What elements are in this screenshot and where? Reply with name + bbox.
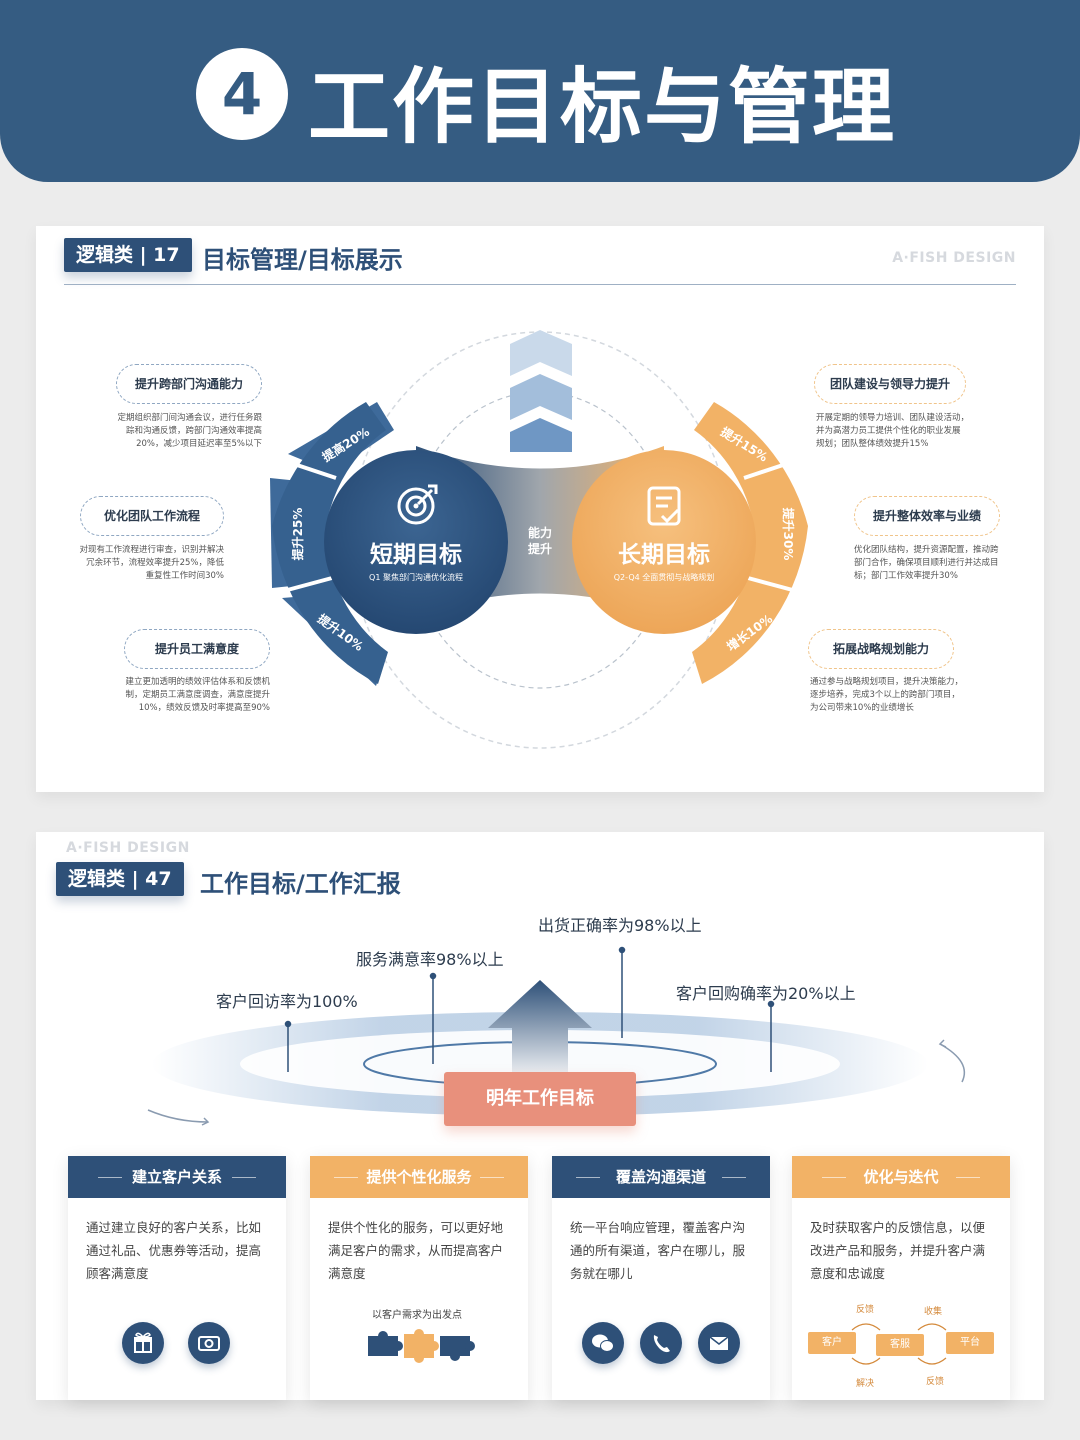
annual-goal-label: 明年工作目标 bbox=[444, 1072, 636, 1126]
card-header: 建立客户关系 bbox=[68, 1156, 286, 1198]
long-term-title: 长期目标 bbox=[618, 542, 710, 568]
card-header: 提供个性化服务 bbox=[310, 1156, 528, 1198]
flow-label-resolve: 解决 bbox=[856, 1376, 874, 1389]
mail-icon bbox=[698, 1322, 740, 1364]
right-segment-label-2: 提升30% bbox=[781, 508, 796, 561]
puzzle-icon bbox=[362, 1324, 478, 1368]
section-number-badge: 4 bbox=[196, 48, 288, 140]
left-segment-label-2: 提升25% bbox=[290, 508, 305, 561]
left-item-2-title: 优化团队工作流程 bbox=[80, 496, 224, 536]
slide-work-goals: A·FISH DESIGN 逻辑类 | 47 工作目标/工作汇报 客户回访率为1… bbox=[36, 832, 1044, 1400]
card-header: 覆盖沟通渠道 bbox=[552, 1156, 770, 1198]
short-term-title: 短期目标 bbox=[370, 541, 462, 568]
right-item-2-desc: 优化团队结构，提升资源配置，推动跨部门合作，确保项目顺利进行并达成目标；部门工作… bbox=[854, 544, 1044, 583]
long-term-subtitle: Q2-Q4 全面贯彻与战略规划 bbox=[614, 572, 715, 582]
left-item-1-title: 提升跨部门沟通能力 bbox=[116, 364, 262, 404]
highlight-satisfaction: 服务满意率98%以上 bbox=[356, 946, 504, 970]
flow-label-feedback-top: 反馈 bbox=[856, 1302, 874, 1315]
card-personalized-service: 提供个性化服务 提供个性化的服务，可以更好地满足客户的需求，从而提高客户满意度 … bbox=[310, 1156, 528, 1400]
highlight-shipping-accuracy: 出货正确率为98%以上 bbox=[538, 912, 702, 936]
gift-icon bbox=[122, 1322, 164, 1364]
short-term-subtitle: Q1 聚焦部门沟通优化流程 bbox=[369, 572, 463, 582]
highlight-repurchase: 客户回购确率为20%以上 bbox=[676, 980, 856, 1004]
left-item-2-desc: 对现有工作流程进行审查，识别并解决冗余环节，流程效率提升25%，降低重复性工作时… bbox=[36, 544, 224, 583]
feedback-loop-arrows bbox=[792, 1156, 1010, 1400]
right-item-3-title: 拓展战略规划能力 bbox=[808, 629, 954, 669]
card-customer-relationship: 建立客户关系 通过建立良好的客户关系，比如通过礼品、优惠券等活动，提高顾客满意度 bbox=[68, 1156, 286, 1400]
card-body: 通过建立良好的客户关系，比如通过礼品、优惠券等活动，提高顾客满意度 bbox=[68, 1198, 286, 1285]
flow-label-feedback-bottom: 反馈 bbox=[926, 1374, 944, 1387]
page-header: 4 工作目标与管理 bbox=[0, 0, 1080, 182]
card-body: 提供个性化的服务，可以更好地满足客户的需求，从而提高客户满意度 bbox=[310, 1198, 528, 1285]
flow-box-platform: 平台 bbox=[946, 1332, 994, 1354]
right-item-1-desc: 开展定期的领导力培训、团队建设活动，并为高潜力员工提供个性化的职业发展规划；团队… bbox=[816, 412, 1016, 451]
flow-label-collect: 收集 bbox=[924, 1304, 942, 1317]
phone-icon bbox=[640, 1322, 682, 1364]
right-item-3-desc: 通过参与战略规划项目，提升决策能力，逐步培养，完成3个以上的跨部门项目，为公司带… bbox=[810, 676, 1010, 715]
center-label-1: 能力 bbox=[528, 525, 552, 540]
right-item-2-title: 提升整体效率与业绩 bbox=[854, 496, 1000, 536]
page-title: 工作目标与管理 bbox=[308, 40, 896, 159]
left-item-3-title: 提升员工满意度 bbox=[124, 629, 270, 669]
up-chevron-icon bbox=[510, 330, 572, 452]
card-body: 统一平台响应管理，覆盖客户沟通的所有渠道，客户在哪儿，服务就在哪儿 bbox=[552, 1198, 770, 1285]
flow-box-service: 客服 bbox=[876, 1334, 924, 1356]
orbit-arrow-left-icon bbox=[148, 1110, 208, 1122]
card-communication-channels: 覆盖沟通渠道 统一平台响应管理，覆盖客户沟通的所有渠道，客户在哪儿，服务就在哪儿 bbox=[552, 1156, 770, 1400]
card-optimize-iterate: 优化与迭代 及时获取客户的反馈信息，以便改进产品和服务，并提升客户满意度和忠诚度… bbox=[792, 1156, 1010, 1400]
wechat-icon bbox=[582, 1322, 624, 1364]
orbit-arrow-right-icon bbox=[940, 1044, 964, 1082]
center-label-2: 提升 bbox=[528, 541, 552, 556]
highlight-return-visit: 客户回访率为100% bbox=[216, 988, 358, 1012]
coupon-icon bbox=[188, 1322, 230, 1364]
slide-goal-management: 逻辑类 | 17 目标管理/目标展示 A·FISH DESIGN bbox=[36, 226, 1044, 792]
flow-box-customer: 客户 bbox=[808, 1332, 856, 1354]
right-item-1-title: 团队建设与领导力提升 bbox=[814, 364, 966, 404]
puzzle-caption: 以客户需求为出发点 bbox=[372, 1306, 462, 1321]
